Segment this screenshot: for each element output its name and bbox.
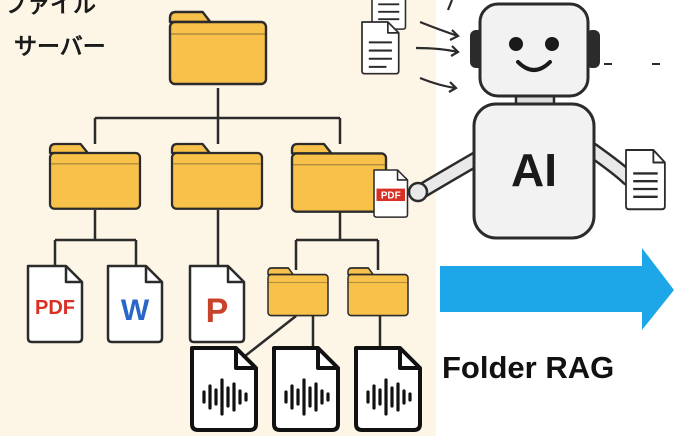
document-icon (361, 21, 400, 75)
tree-connectors (53, 88, 382, 361)
folder-icon (48, 142, 142, 210)
word-file-badge: W (121, 294, 150, 327)
word-file-icon: W (106, 264, 164, 344)
folder-rag-label: Folder RAG (442, 350, 615, 385)
folder-icon (170, 142, 264, 210)
powerpoint-file-icon: P (188, 264, 246, 344)
robot-icon: AI (407, 2, 636, 240)
flow-arrows (415, 0, 460, 93)
small-folder-icon (347, 267, 409, 317)
audio-file-icon (354, 346, 422, 432)
held-pdf-badge: PDF (381, 191, 401, 202)
server-label-line2: サーバー (14, 34, 106, 60)
audio-file-icon (190, 346, 258, 432)
document-icon (371, 0, 407, 30)
held-pdf-icon: PDF (373, 169, 409, 218)
audio-file-icon (272, 346, 340, 432)
small-folder-icon (267, 267, 329, 317)
folder-icon (290, 142, 388, 213)
robot-chest-label: AI (511, 144, 557, 196)
document-icon (625, 149, 666, 211)
powerpoint-file-badge: P (206, 292, 229, 330)
pdf-file-icon: PDF (26, 264, 84, 344)
right-arrow-icon (440, 248, 674, 330)
root-folder-icon (168, 10, 268, 86)
pdf-file-badge: PDF (35, 297, 75, 319)
server-label-line1: ファイル (4, 0, 96, 18)
